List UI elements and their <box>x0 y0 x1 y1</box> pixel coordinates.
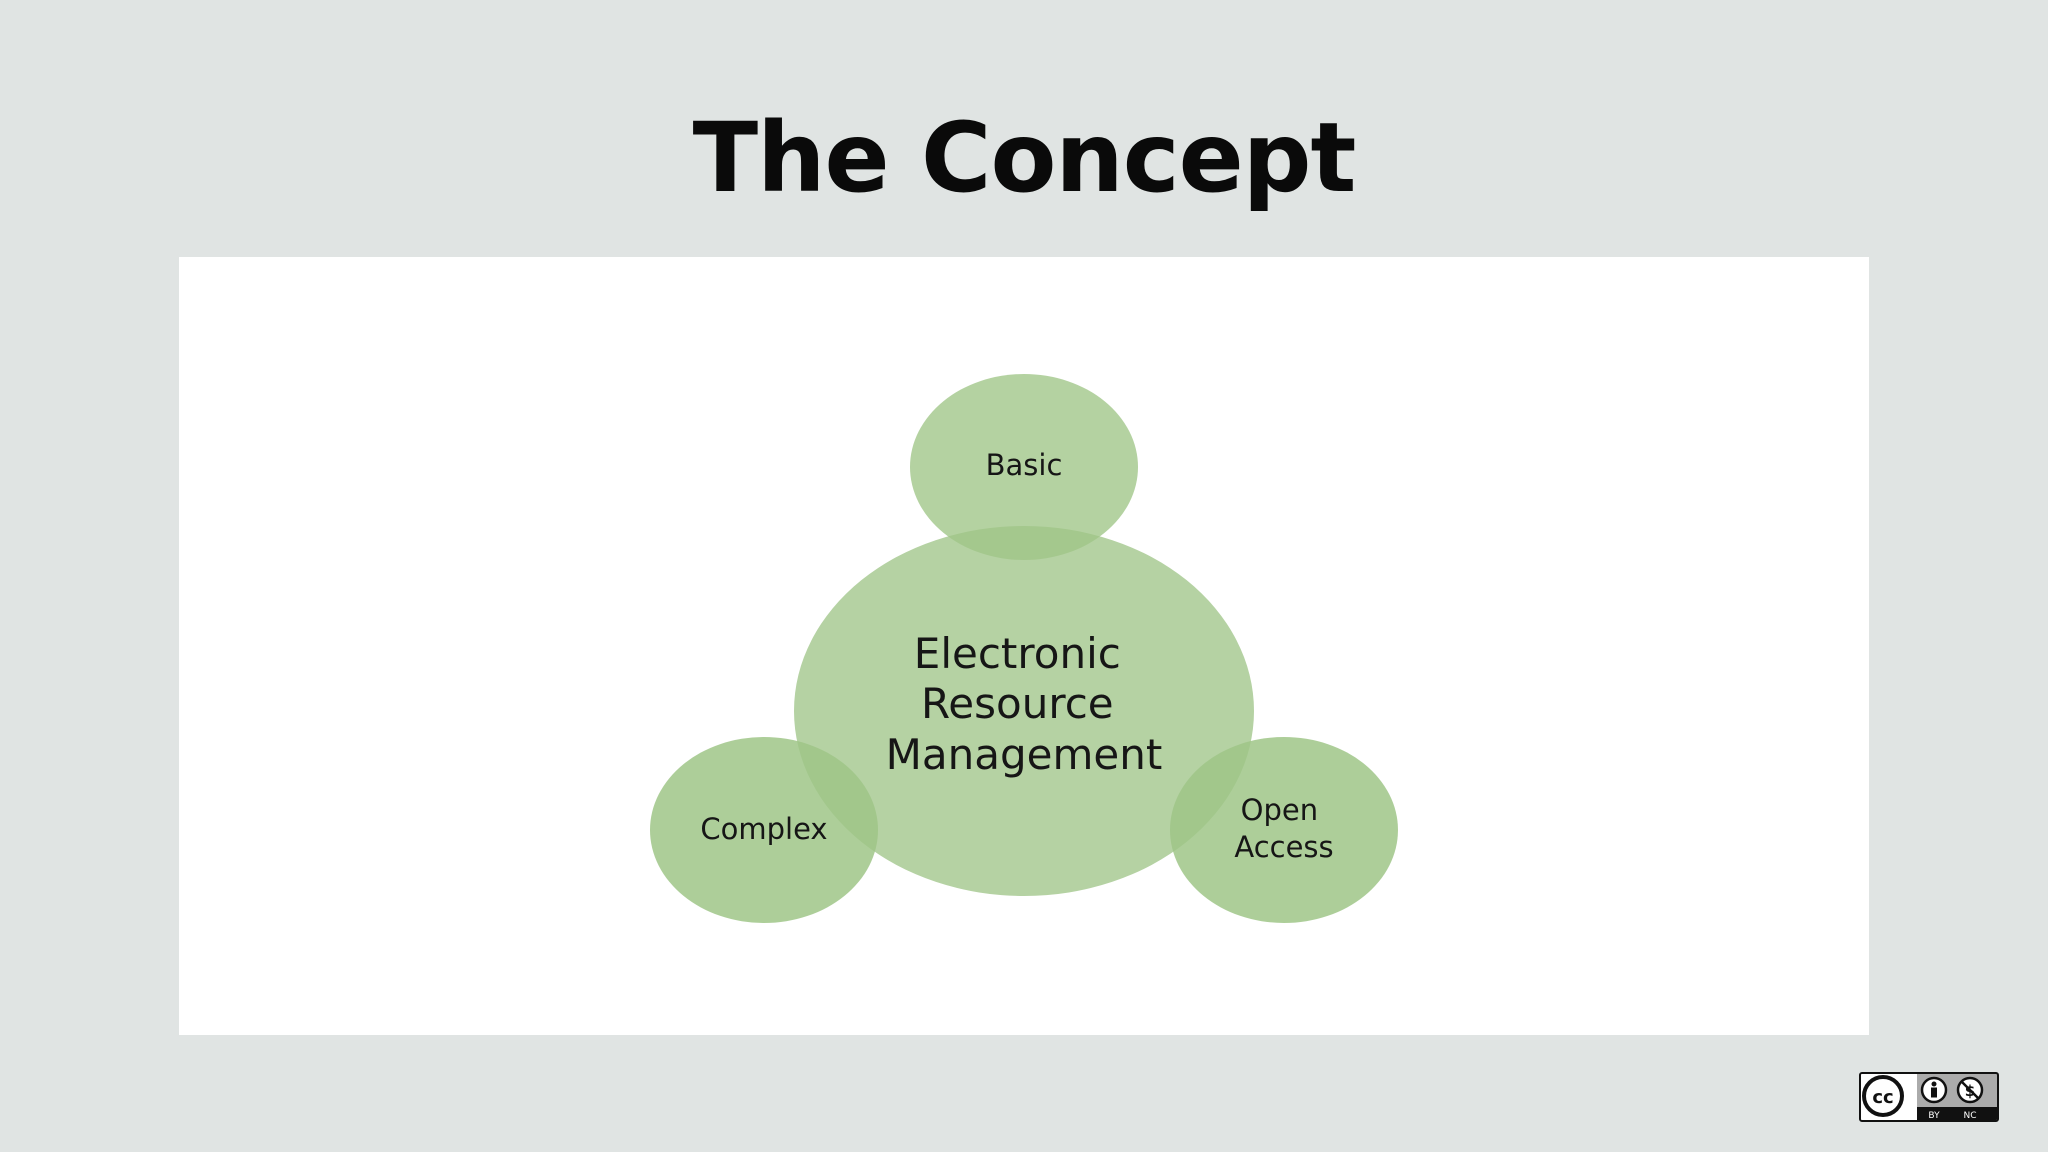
center-label-line: Electronic <box>914 629 1121 678</box>
cc-badge-graphic: cc $ BY NC <box>1862 1075 1984 1121</box>
complex-label: Complex <box>700 812 827 846</box>
center-label-line: Resource <box>921 679 1114 728</box>
attribution-icon <box>1920 1076 1948 1104</box>
concept-diagram: Electronic Resource Management Basic Com… <box>650 374 1398 923</box>
open-access-node <box>1170 737 1398 923</box>
diagram-panel: Electronic Resource Management Basic Com… <box>179 257 1869 1035</box>
basic-label: Basic <box>986 448 1063 482</box>
center-node <box>794 526 1254 896</box>
center-label: Electronic Resource Management <box>886 629 1163 779</box>
open-access-label: Open Access <box>1234 793 1333 864</box>
open-access-label-line: Access <box>1234 830 1333 864</box>
basic-node <box>910 374 1138 560</box>
center-label-line: Management <box>886 730 1163 779</box>
non-commercial-icon: $ <box>1956 1076 1984 1104</box>
cc-label-strip <box>1917 1107 1997 1120</box>
cc-license-badge: cc $ BY NC <box>1859 1072 1999 1122</box>
slide-title: The Concept <box>692 102 1357 214</box>
cc-by-label: BY <box>1928 1111 1940 1121</box>
svg-text:cc: cc <box>1872 1087 1893 1108</box>
open-access-label-line: Open <box>1241 793 1318 827</box>
complex-node <box>650 737 878 923</box>
cc-nc-label: NC <box>1963 1111 1976 1121</box>
cc-icon: cc <box>1862 1075 1904 1117</box>
